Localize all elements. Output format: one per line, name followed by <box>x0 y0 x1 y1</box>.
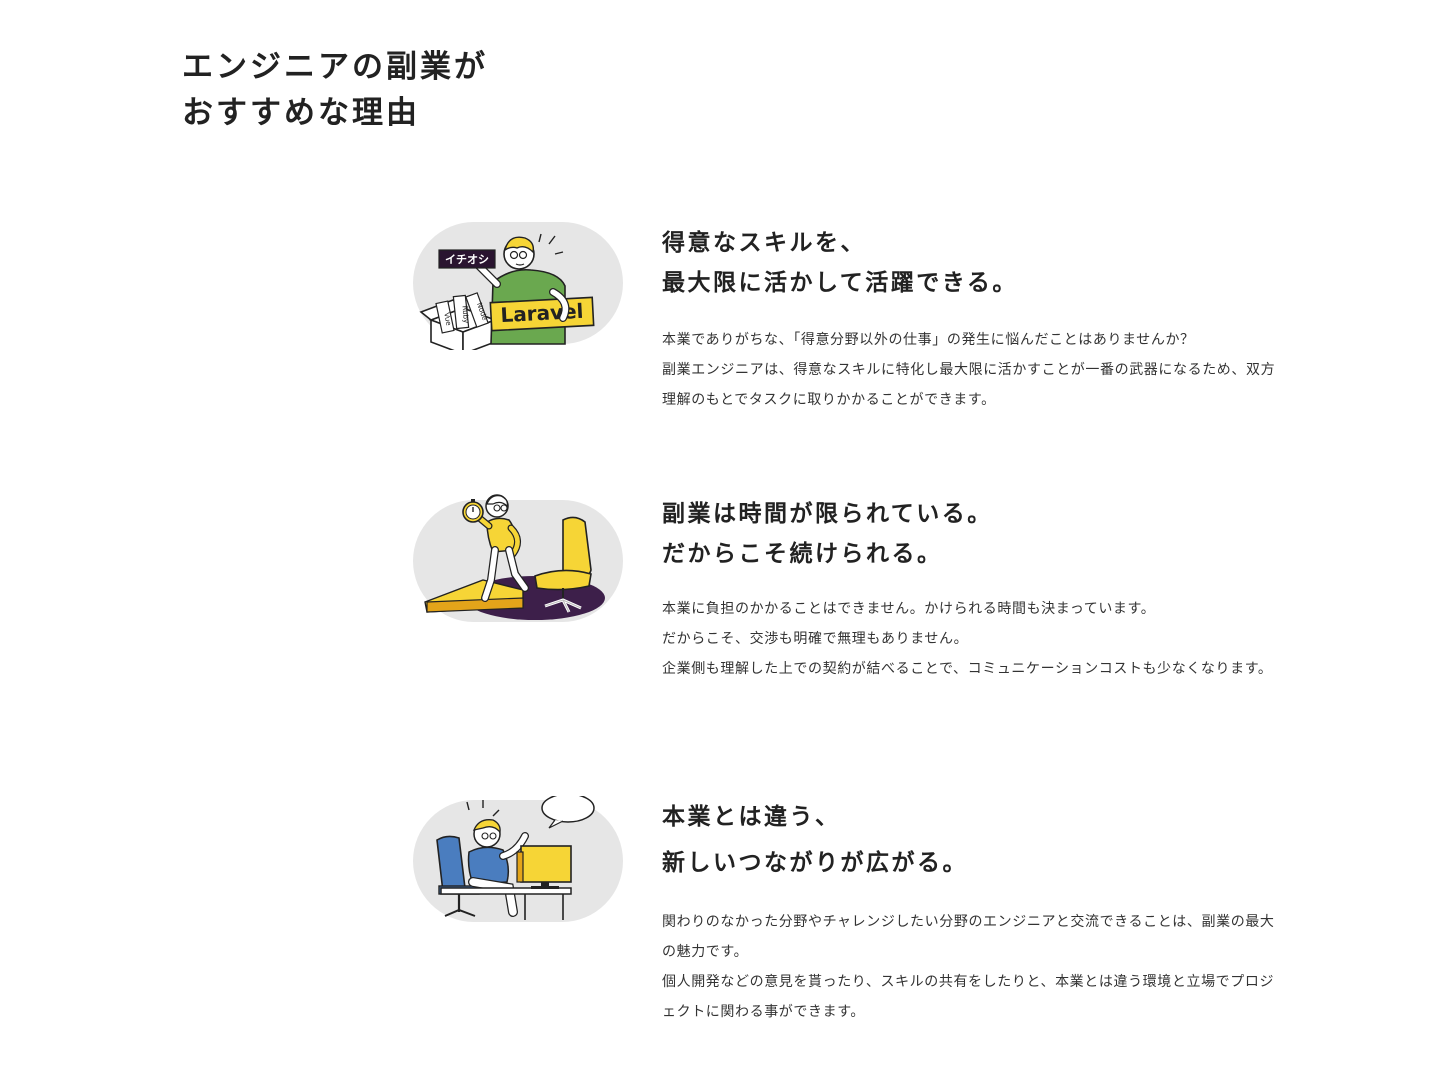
reason-paragraph: 副業エンジニアは、得意なスキルに特化し最大限に活かすことが一番の武器になるため、… <box>662 362 1276 408</box>
box-label-ruby: Ruby <box>460 305 470 323</box>
reason-paragraph: 企業側も理解した上での契約が結べることで、コミュニケーションコストも少なくなりま… <box>662 661 1273 677</box>
section-title: エンジニアの副業が おすすめな理由 <box>182 44 488 136</box>
reason-paragraph: 個人開発などの意見を貰ったり、スキルの共有をしたりと、本業とは違う環境と立場でプ… <box>662 974 1275 1020</box>
reason-heading-line-2: だからこそ続けられる。 <box>662 541 943 567</box>
engineer-with-laravel-sign-icon: Vue Ruby Node イチオシ Laravel <box>413 222 623 350</box>
reason-paragraph: 本業でありがちな、「得意分野以外の仕事」の発生に悩んだことはありませんか？ <box>662 332 1195 348</box>
reason-heading-line-2: 最大限に活かして活躍できる。 <box>662 270 1018 296</box>
reason-paragraph: だからこそ、交渉も明確で無理もありません。 <box>662 631 969 647</box>
reason-description: 関わりのなかった分野やチャレンジしたい分野のエンジニアと交流できることは、副業の… <box>662 907 1277 1027</box>
reason-body-connection: 本業とは違う、 新しいつながりが広がる。 関わりのなかった分野やチャレンジしたい… <box>662 796 1282 1027</box>
reason-heading: 本業とは違う、 新しいつながりが広がる。 <box>662 794 1282 886</box>
engineer-with-stopwatch-and-chair-icon <box>413 494 623 622</box>
reason-body-skill: 得意なスキルを、 最大限に活かして活躍できる。 本業でありがちな、「得意分野以外… <box>662 220 1282 415</box>
illustration-skill: Vue Ruby Node イチオシ Laravel <box>413 220 623 350</box>
reason-heading: 得意なスキルを、 最大限に活かして活躍できる。 <box>662 223 1282 303</box>
illustration-time <box>413 494 623 624</box>
reason-heading-line-1: 本業とは違う、 <box>662 804 841 830</box>
engineer-at-computer-icon <box>413 796 623 922</box>
reason-paragraph: 本業に負担のかかることはできません。かけられる時間も決まっています。 <box>662 601 1156 617</box>
reason-heading-line-1: 得意なスキルを、 <box>662 230 866 256</box>
section-title-line-1: エンジニアの副業が <box>182 49 488 85</box>
reason-heading: 副業は時間が限られている。 だからこそ続けられる。 <box>662 494 1282 574</box>
reason-body-time: 副業は時間が限られている。 だからこそ続けられる。 本業に負担のかかることはでき… <box>662 494 1282 684</box>
sign-text: イチオシ <box>445 253 489 266</box>
section-title-line-2: おすすめな理由 <box>182 95 420 131</box>
reason-description: 本業に負担のかかることはできません。かけられる時間も決まっています。 だからこそ… <box>662 594 1277 684</box>
reason-heading-line-2: 新しいつながりが広がる。 <box>662 850 968 876</box>
reason-heading-line-1: 副業は時間が限られている。 <box>662 501 993 527</box>
reason-paragraph: 関わりのなかった分野やチャレンジしたい分野のエンジニアと交流できることは、副業の… <box>662 914 1275 960</box>
reason-description: 本業でありがちな、「得意分野以外の仕事」の発生に悩んだことはありませんか？ 副業… <box>662 325 1277 415</box>
banner-text: Laravel <box>500 299 584 327</box>
box-label-vue: Vue <box>442 312 452 326</box>
illustration-connection <box>413 796 623 926</box>
